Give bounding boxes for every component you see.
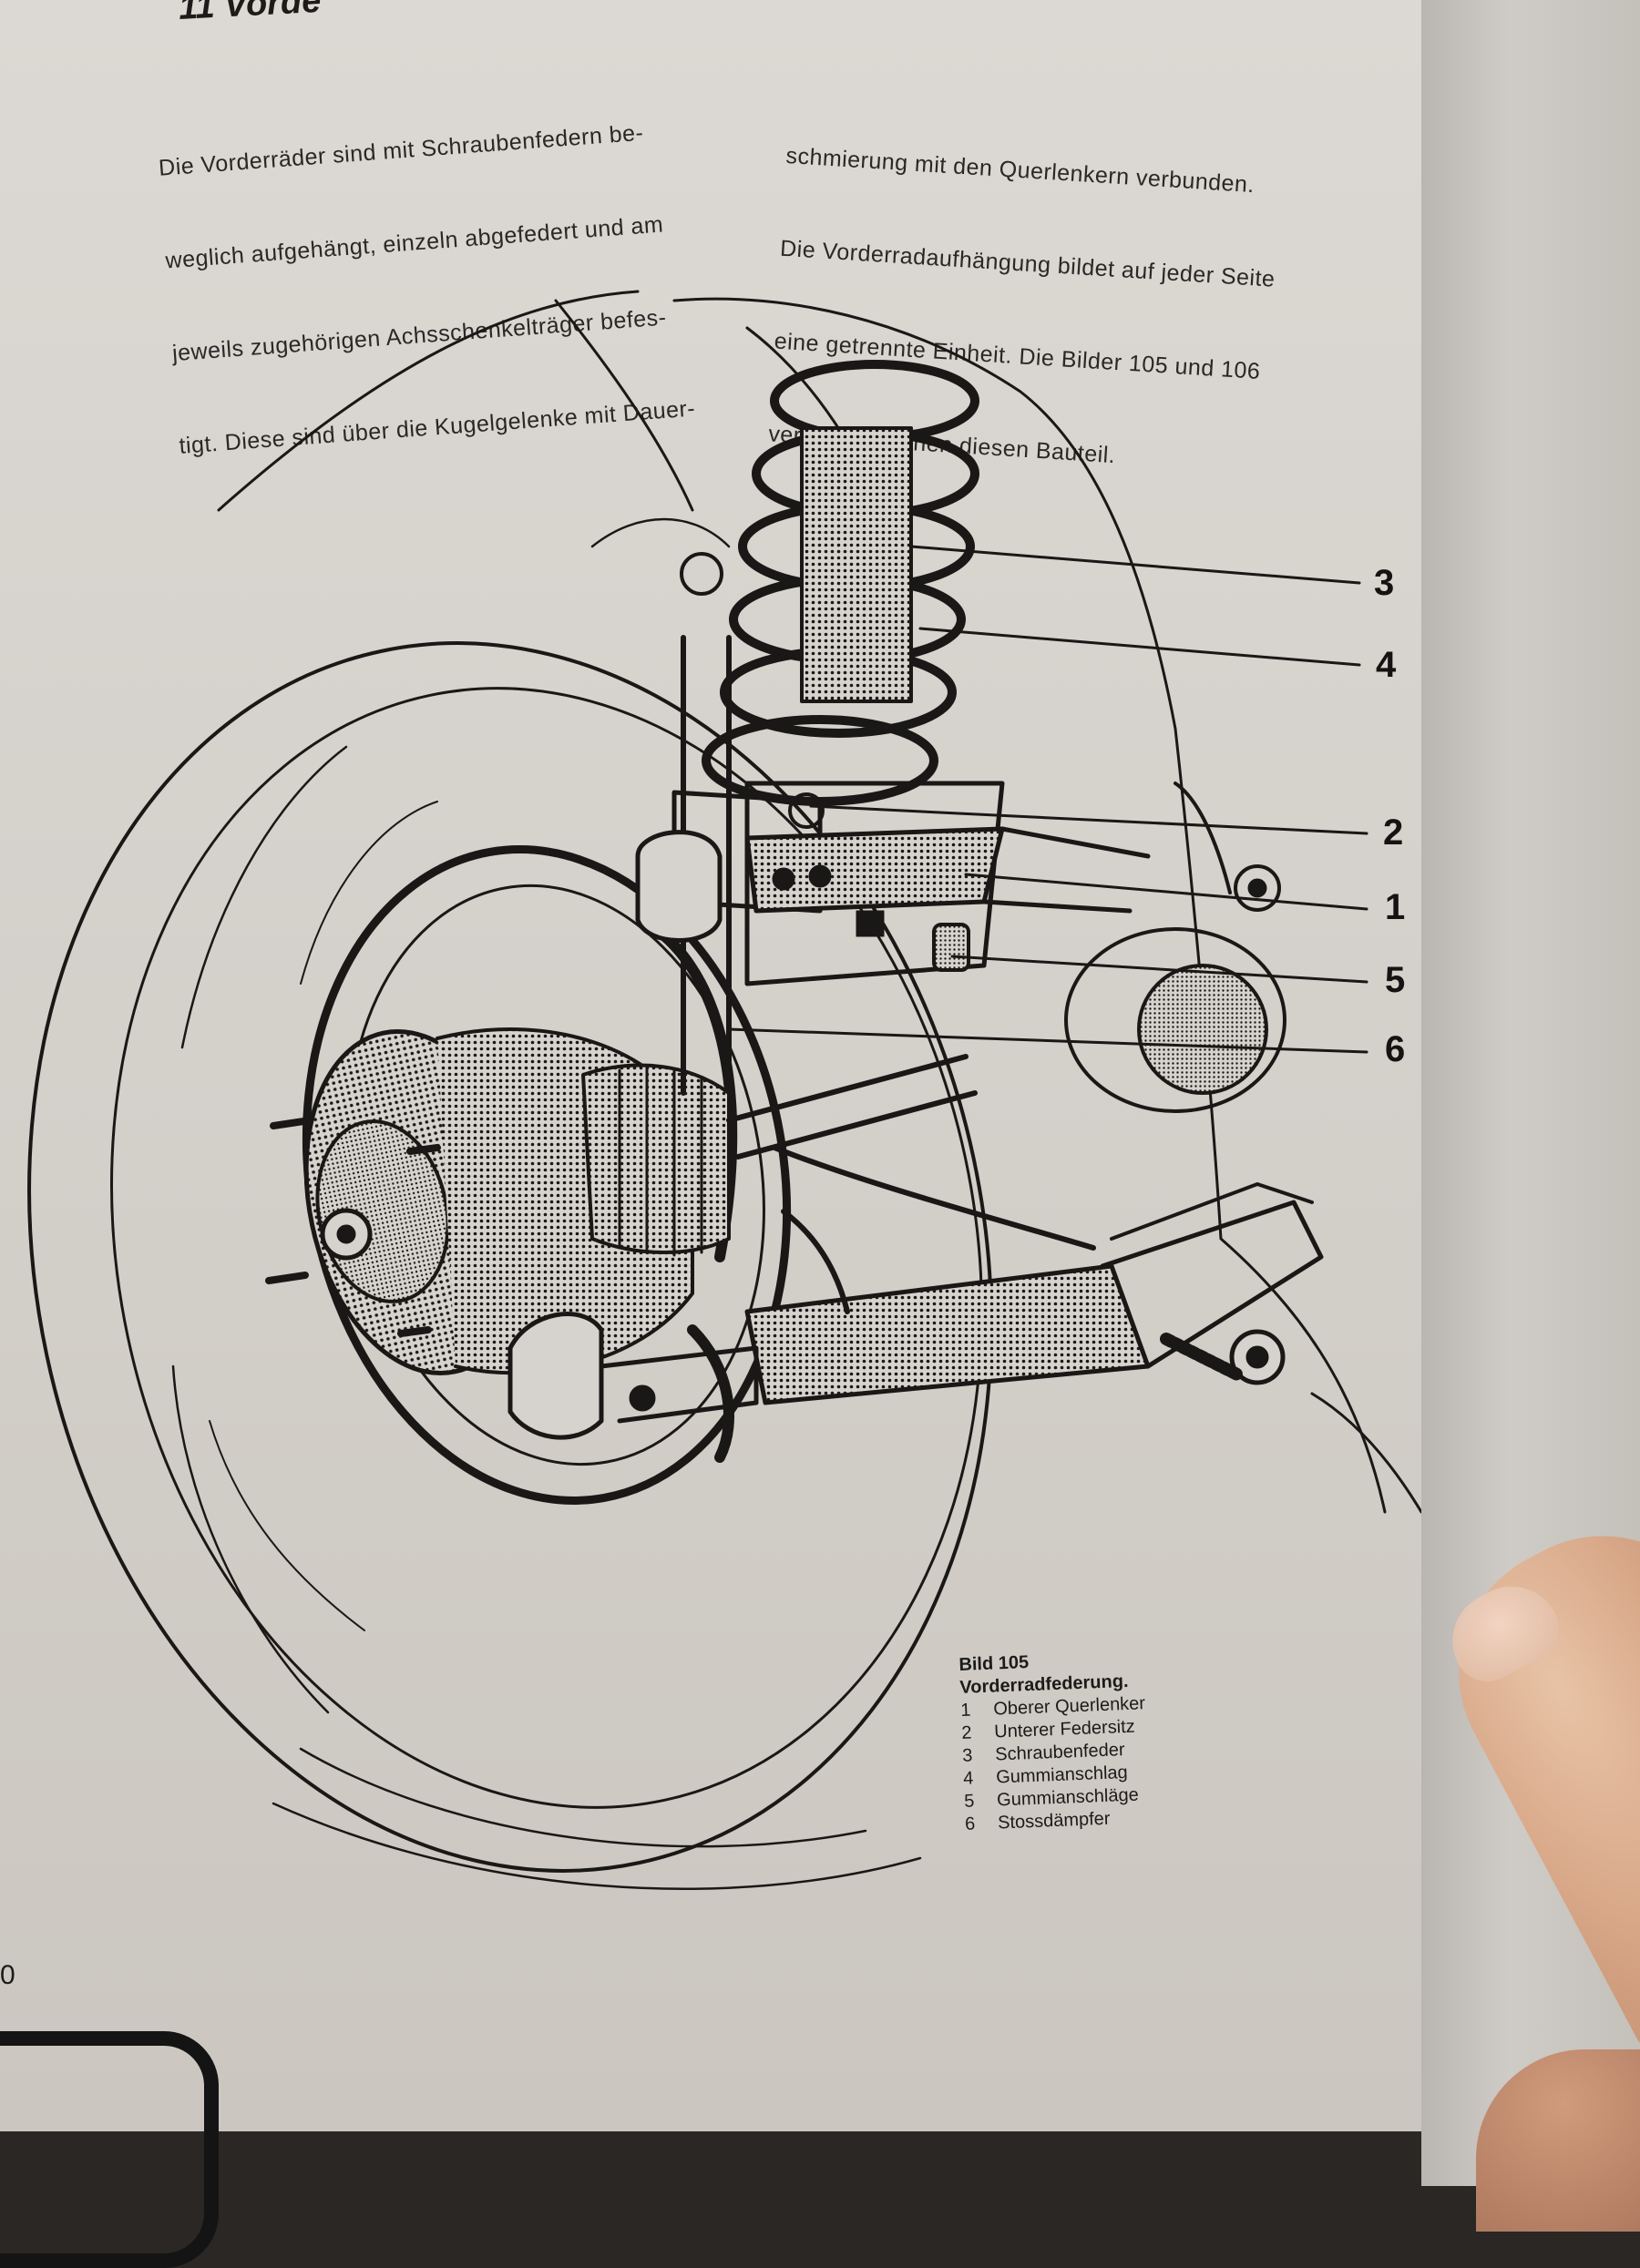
leader-lines — [727, 545, 1368, 1054]
callout-2: 2 — [1383, 812, 1404, 853]
callout-5: 5 — [1385, 960, 1406, 1000]
page-number: 0 — [0, 1960, 15, 1990]
rubber-stop — [932, 923, 970, 972]
book-page: 11 Vorde Die Vorderräder sind mit Schrau… — [0, 0, 1421, 2131]
fender-line — [217, 290, 640, 512]
tire-outer — [27, 641, 993, 1873]
callout-1: 1 — [1385, 887, 1406, 927]
cable-decoration — [0, 2031, 219, 2268]
tire-inner — [110, 687, 983, 1809]
suspension-illustration — [27, 290, 1421, 1890]
wheel-arch-outline — [672, 297, 1177, 730]
upper-ball-joint — [635, 830, 723, 943]
lower-ball-joint — [507, 1312, 604, 1440]
axle-boot — [581, 1063, 731, 1254]
callout-6: 6 — [1385, 1029, 1406, 1069]
lower-control-arm — [744, 1263, 1151, 1405]
callout-4: 4 — [1376, 645, 1397, 685]
bump-stop — [800, 426, 913, 703]
callout-3: 3 — [1374, 563, 1395, 603]
